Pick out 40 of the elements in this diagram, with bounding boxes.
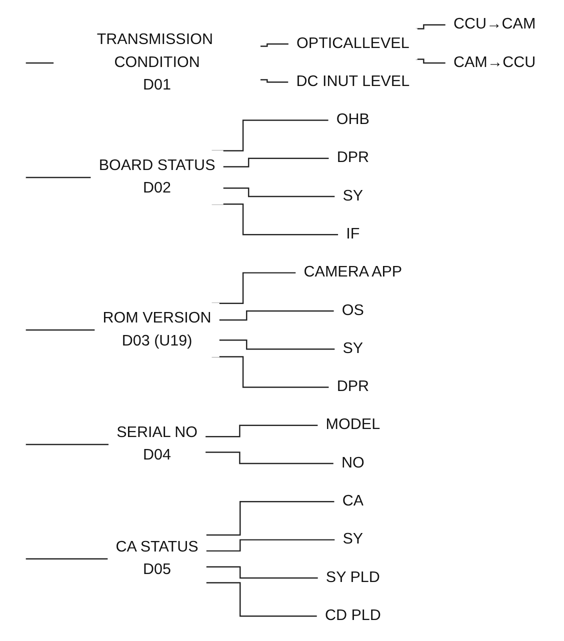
node-text: SY xyxy=(342,340,363,357)
connector xyxy=(415,24,446,30)
node-text: DPR xyxy=(336,378,369,395)
connector xyxy=(24,62,54,64)
connector xyxy=(415,58,446,64)
connector xyxy=(24,176,91,178)
connector xyxy=(222,158,329,168)
node-text: CD PLD xyxy=(324,608,380,624)
connector xyxy=(260,43,288,47)
node-text: OS xyxy=(341,302,364,319)
node-text: DC INUT LEVEL xyxy=(296,74,410,90)
connector xyxy=(260,79,288,83)
node-text: CA STATUS D05 xyxy=(115,538,198,578)
connector xyxy=(204,452,334,464)
node-text: OHB xyxy=(336,112,369,128)
connector xyxy=(218,339,335,350)
connector xyxy=(24,329,95,331)
node-text: CCU→CAM xyxy=(452,16,536,33)
node-text: SY xyxy=(342,188,363,204)
node-text: TRANSMISSION CONDITION D01 xyxy=(96,32,213,94)
node-text: SY xyxy=(342,531,363,548)
node-text: CA xyxy=(342,493,364,510)
node-text: SY PLD xyxy=(325,569,380,586)
node-text: OPTICALLEVEL xyxy=(296,35,409,52)
node-text: MODEL xyxy=(325,416,380,434)
connector xyxy=(205,539,335,552)
connector xyxy=(204,424,318,438)
node-text: SERIAL NO D04 xyxy=(116,424,197,464)
node-text: CAMERA APP xyxy=(303,264,402,280)
node-text: CAM→CCU xyxy=(452,54,536,71)
node-text: DPR xyxy=(336,150,369,166)
connector xyxy=(222,188,335,198)
connector xyxy=(205,582,317,617)
connector xyxy=(24,558,108,560)
connector xyxy=(24,444,109,446)
connector xyxy=(205,501,334,536)
connector xyxy=(205,566,318,579)
connector xyxy=(218,310,334,321)
node-text: NO xyxy=(341,454,364,472)
node-text: IF xyxy=(346,226,360,242)
